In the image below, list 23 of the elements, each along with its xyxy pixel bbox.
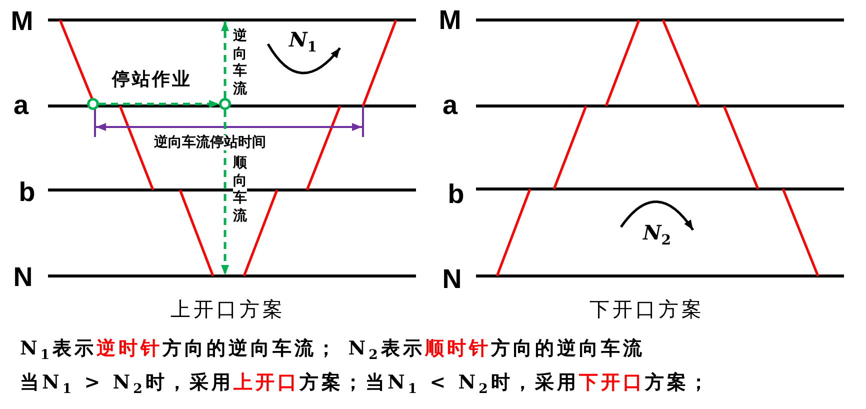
panel-caption: 下开口方案 — [590, 298, 704, 320]
station-label: M — [438, 6, 462, 36]
station-label: a — [442, 91, 458, 121]
station-label: b — [18, 178, 36, 208]
circle-marker — [219, 98, 231, 110]
edge-label: 逆向车流 — [233, 28, 247, 98]
note-text: 当N$_{1}$ > N$_{2}$时，采用上开口方案；当N$_{1}$ < N$_{2}$时，采用下开口方案； — [20, 372, 711, 398]
station-label: b — [448, 180, 464, 210]
edge-label: 顺向车流 — [233, 155, 247, 225]
panel-caption: 上开口方案 — [170, 298, 286, 320]
station-label: M — [10, 7, 34, 37]
dashed-arrow — [221, 21, 229, 98]
circle-marker — [87, 98, 99, 110]
dashed-arrow — [99, 100, 219, 108]
station-label: N — [13, 263, 33, 293]
note-text: N$_{1}$表示逆时针方向的逆向车流； N$_{2}$表示顺时针方向的逆向车流 — [20, 338, 645, 364]
flow-label: N$_{1}$ — [288, 28, 318, 56]
flow-label: N$_{2}$ — [642, 221, 672, 249]
station-label: a — [13, 91, 29, 121]
dashed-arrow — [221, 110, 229, 275]
dimension-label: 逆向车流停站时间 — [153, 135, 267, 151]
edge-label: 停站作业 — [112, 70, 192, 90]
station-label: N — [442, 265, 462, 295]
